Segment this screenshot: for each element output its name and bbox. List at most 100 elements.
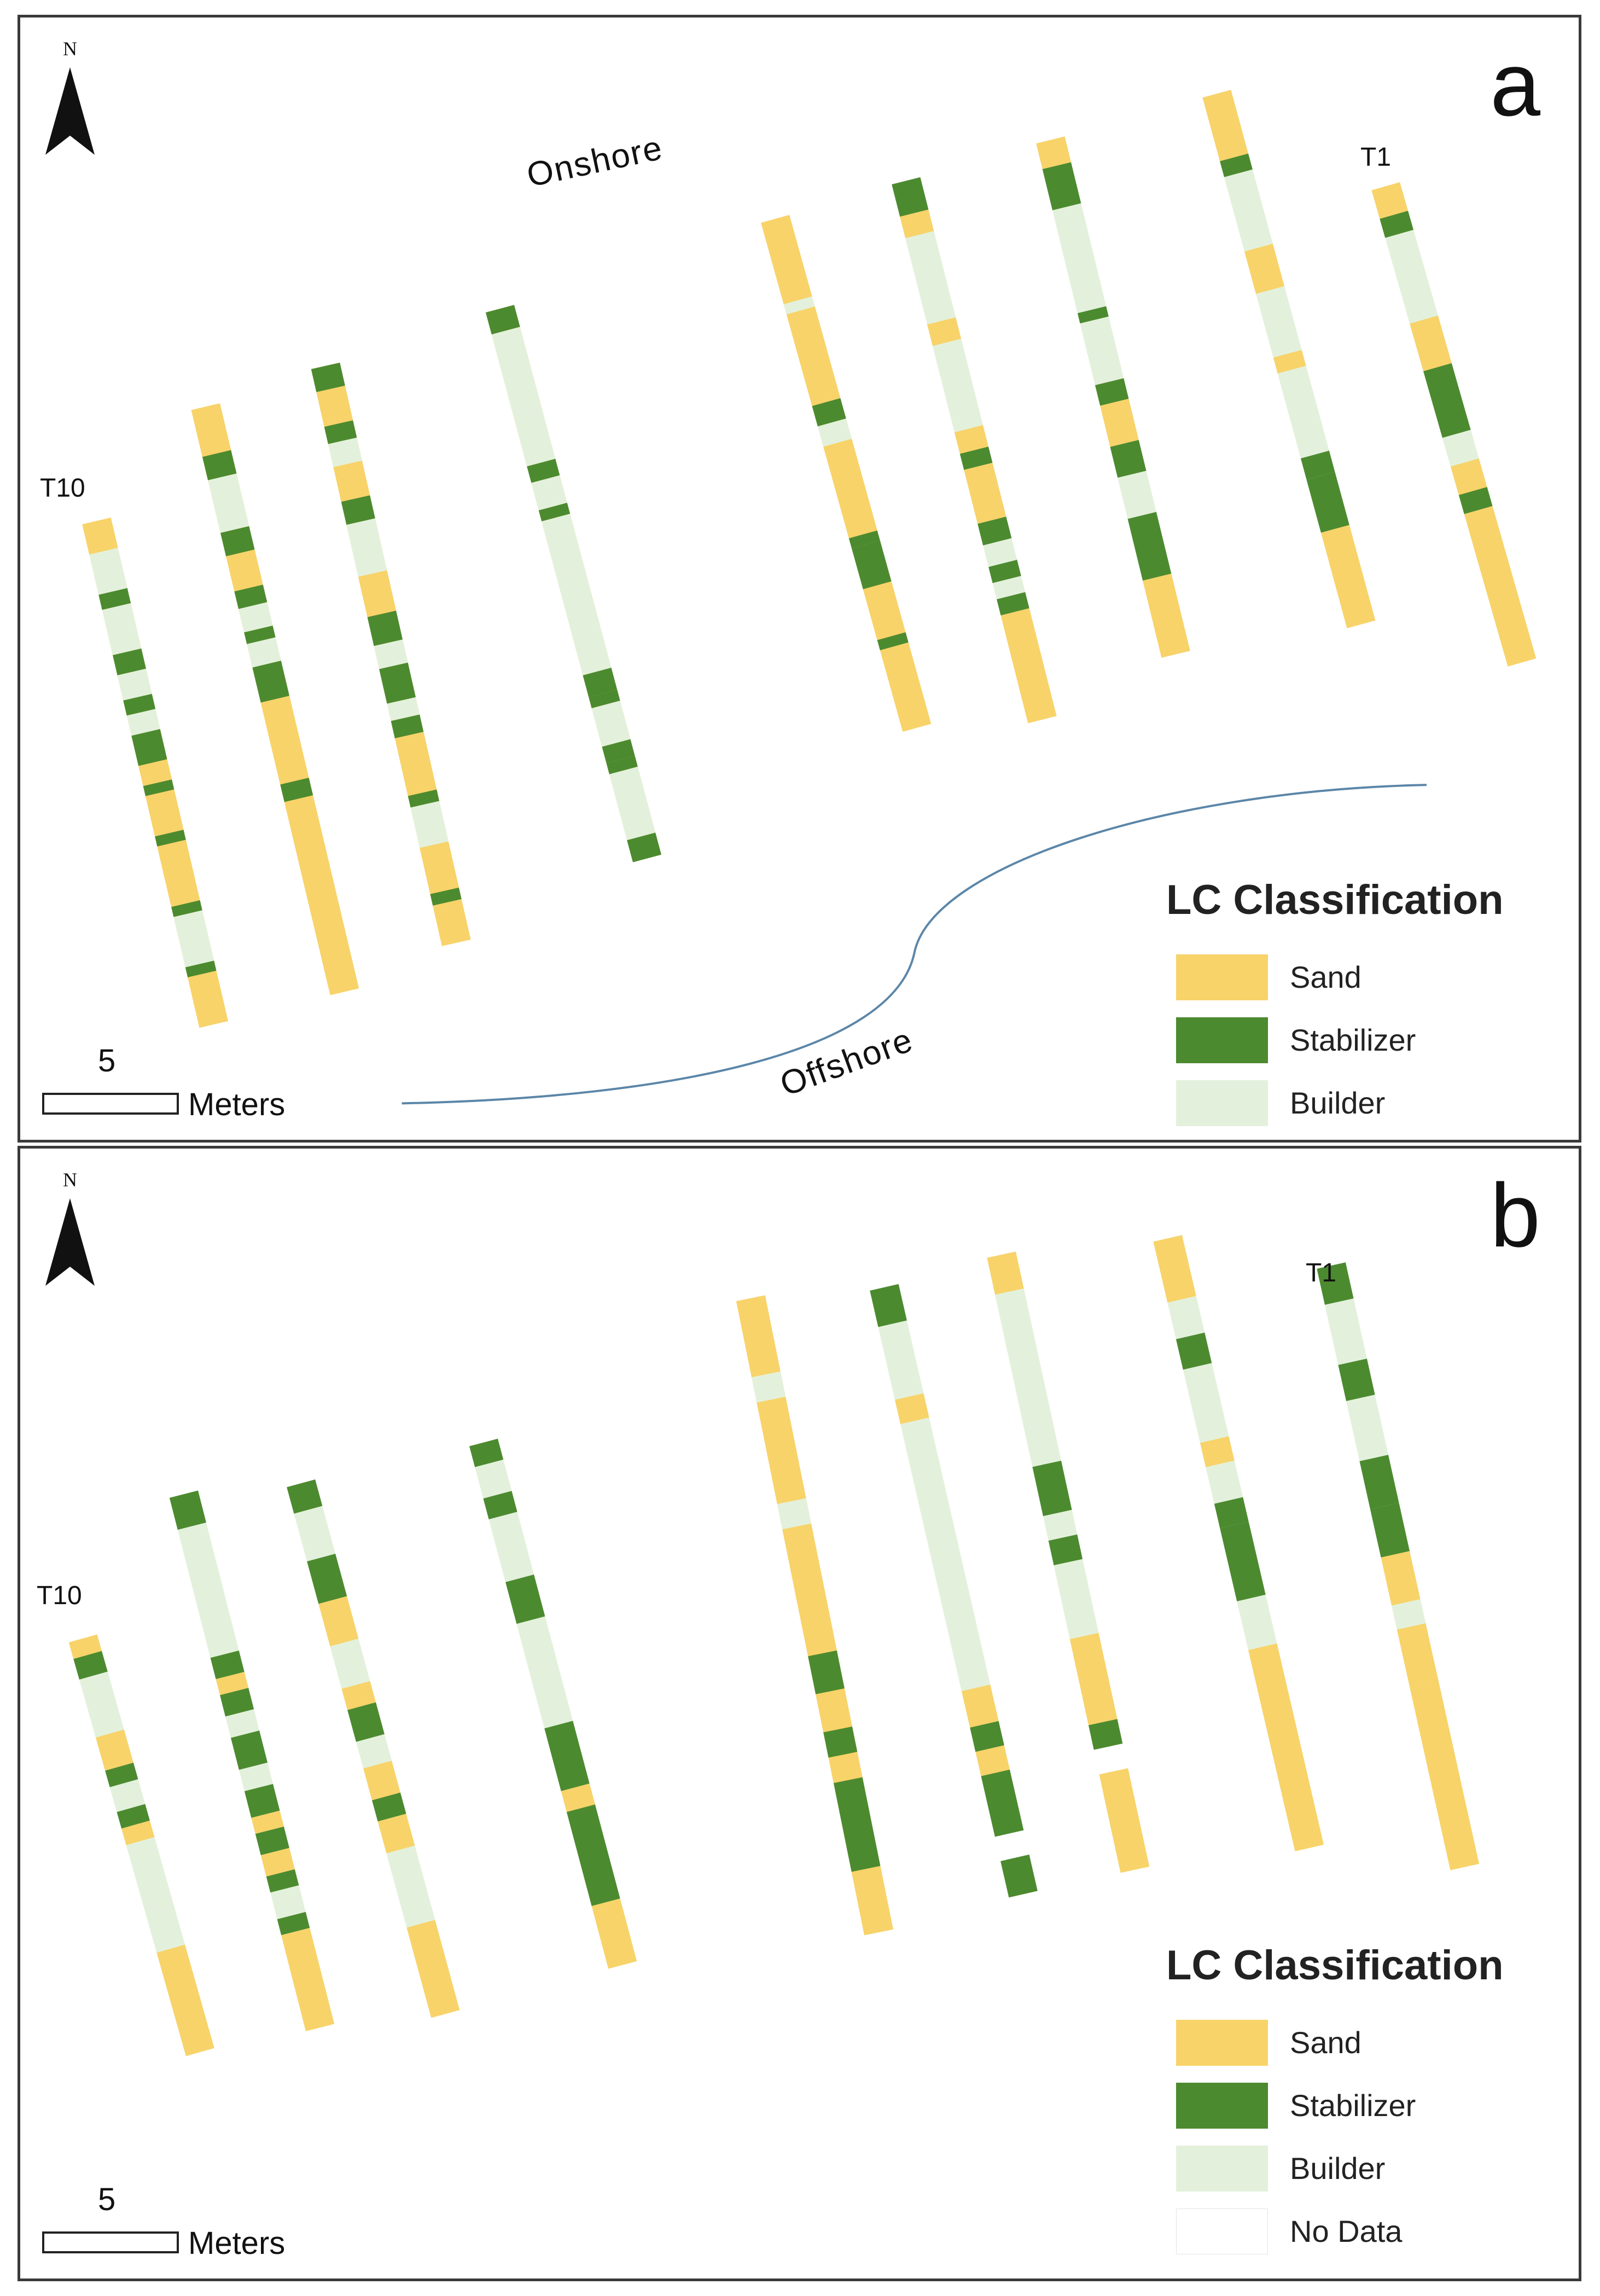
transect-segment-stabilizer — [143, 779, 174, 796]
transect-segment-builder — [992, 576, 1026, 599]
transect-segment-builder — [238, 1762, 274, 1791]
north-label: N — [63, 1169, 77, 1191]
transect-segment-sand — [1410, 315, 1452, 371]
transect-segment-stabilizer — [324, 420, 357, 444]
transect-segment-sand — [188, 970, 228, 1028]
transect-segment-stabilizer — [483, 1491, 517, 1520]
legend-swatch-no-data — [1176, 2208, 1268, 2254]
transect-segment-sand — [1397, 1623, 1439, 1690]
transect-segment-sand — [341, 1681, 376, 1710]
transect-segment-builder — [1442, 429, 1479, 467]
legend-item-sand: Sand — [1166, 2011, 1560, 2074]
transect-segment-stabilizer — [870, 1284, 907, 1327]
transect-segment-builder — [79, 1671, 124, 1738]
transect-segment-sand — [216, 1671, 249, 1695]
transect-7 — [1036, 136, 1190, 658]
transect-segment-builder — [1043, 1510, 1078, 1541]
transect-segment-builder — [488, 1512, 534, 1582]
transect-4 — [469, 1438, 637, 1969]
transect-segment-sand — [927, 317, 962, 346]
transect-segment-stabilizer — [1300, 451, 1335, 480]
transect-segment-builder — [386, 1845, 435, 1928]
transect-segment-stabilizer — [277, 1912, 310, 1936]
transect-segment-sand — [316, 386, 353, 427]
transect-segment-builder — [878, 1320, 924, 1400]
transect-segment-stabilizer — [234, 584, 267, 609]
transect-segment-builder — [1224, 169, 1273, 252]
transect-segment-builder — [1206, 1460, 1243, 1504]
transect-segment-stabilizer — [485, 305, 520, 335]
transect-segment-builder — [1324, 1298, 1367, 1365]
transect-segment-builder — [1054, 1559, 1099, 1639]
transect-label-t10: T10 — [37, 1581, 82, 1610]
transect-segment-stabilizer — [1088, 1719, 1123, 1750]
transect-segment-builder — [126, 1837, 160, 1862]
transect-segment-builder — [238, 602, 273, 633]
transect-segment-sand — [1244, 243, 1284, 294]
transect-segment-stabilizer — [1370, 1503, 1410, 1558]
transect-segment-stabilizer — [1214, 1497, 1249, 1529]
transect-5 — [736, 1295, 893, 1936]
transect-segment-builder — [1237, 1594, 1277, 1651]
transect-segment-builder — [1052, 203, 1107, 313]
transect-segment-stabilizer — [1317, 1262, 1354, 1305]
transect-2 — [191, 403, 359, 995]
transect-segment-stabilizer — [1000, 1854, 1038, 1898]
transect-segment-sand — [138, 759, 172, 786]
transect-segment-builder — [126, 709, 160, 736]
transect-segment-builder — [609, 766, 656, 841]
transect-segment-stabilizer — [73, 1651, 108, 1680]
transect-segment-stabilizer — [469, 1438, 504, 1467]
transect-segment-stabilizer — [307, 1553, 347, 1604]
transect-segment-builder — [1277, 365, 1329, 459]
transect-segment-builder — [475, 1459, 512, 1499]
transect-segment-stabilizer — [98, 588, 131, 610]
scale-bar-box — [42, 1093, 179, 1115]
transect-segment-stabilizer — [280, 777, 313, 802]
transect-segment-sand — [1464, 506, 1537, 667]
transect-segment-stabilizer — [1220, 153, 1253, 177]
transect-segment-sand — [1450, 458, 1487, 496]
transect-segment-builder — [117, 668, 152, 701]
legend: LC Classification Sand Stabilizer Builde… — [1166, 1942, 1560, 2263]
transect-segment-builder — [177, 1522, 239, 1658]
transect-3 — [287, 1479, 460, 2018]
scale-value: 5 — [98, 1043, 116, 1079]
transect-8 — [1153, 1235, 1324, 1851]
transect-segment-stabilizer — [892, 177, 929, 217]
scale-unit: Meters — [188, 1087, 286, 1122]
transect-segment-builder — [591, 701, 631, 747]
transect-segment-sand — [333, 461, 370, 502]
transect-segment-builder — [173, 910, 214, 968]
transect-segment-builder — [387, 697, 420, 721]
transect-segment-sand — [561, 1784, 595, 1813]
transect-segment-stabilizer — [244, 625, 276, 644]
transect-segment-builder — [516, 1616, 573, 1729]
transect-segment-sand — [894, 1393, 929, 1424]
transect-segment-sand — [782, 1523, 837, 1657]
transect-segment-stabilizer — [833, 1777, 881, 1872]
transect-segment-stabilizer — [566, 1804, 620, 1907]
transect-segment-stabilizer — [171, 900, 202, 917]
transect-segment-stabilizer — [391, 714, 424, 738]
transect-segment-builder — [1392, 1599, 1426, 1630]
transect-segment-sand — [880, 642, 932, 732]
transect-map-a — [82, 90, 1537, 1105]
transect-segment-sand — [1273, 349, 1306, 374]
panel-b: N b T1 T10 5 Meters LC Classification Sa… — [18, 1146, 1581, 2281]
legend-item-stabilizer: Stabilizer — [1166, 1009, 1560, 1071]
transect-4 — [485, 305, 661, 863]
transect-segment-sand — [1000, 608, 1057, 724]
transect-segment-stabilizer — [1048, 1534, 1083, 1566]
transect-segment-builder — [752, 1371, 786, 1403]
transect-segment-builder — [374, 639, 408, 669]
transect-segment-stabilizer — [1110, 440, 1147, 478]
transect-segment-builder — [271, 1890, 306, 1920]
transect-segment-stabilizer — [1127, 512, 1172, 581]
transect-segment-stabilizer — [131, 729, 167, 766]
transect-segment-stabilizer — [602, 739, 635, 764]
transect-segment-stabilizer — [1306, 471, 1349, 533]
transect-segment-stabilizer — [1380, 211, 1414, 238]
transect-segment-stabilizer — [583, 667, 618, 697]
transect-segment-builder — [247, 637, 281, 668]
